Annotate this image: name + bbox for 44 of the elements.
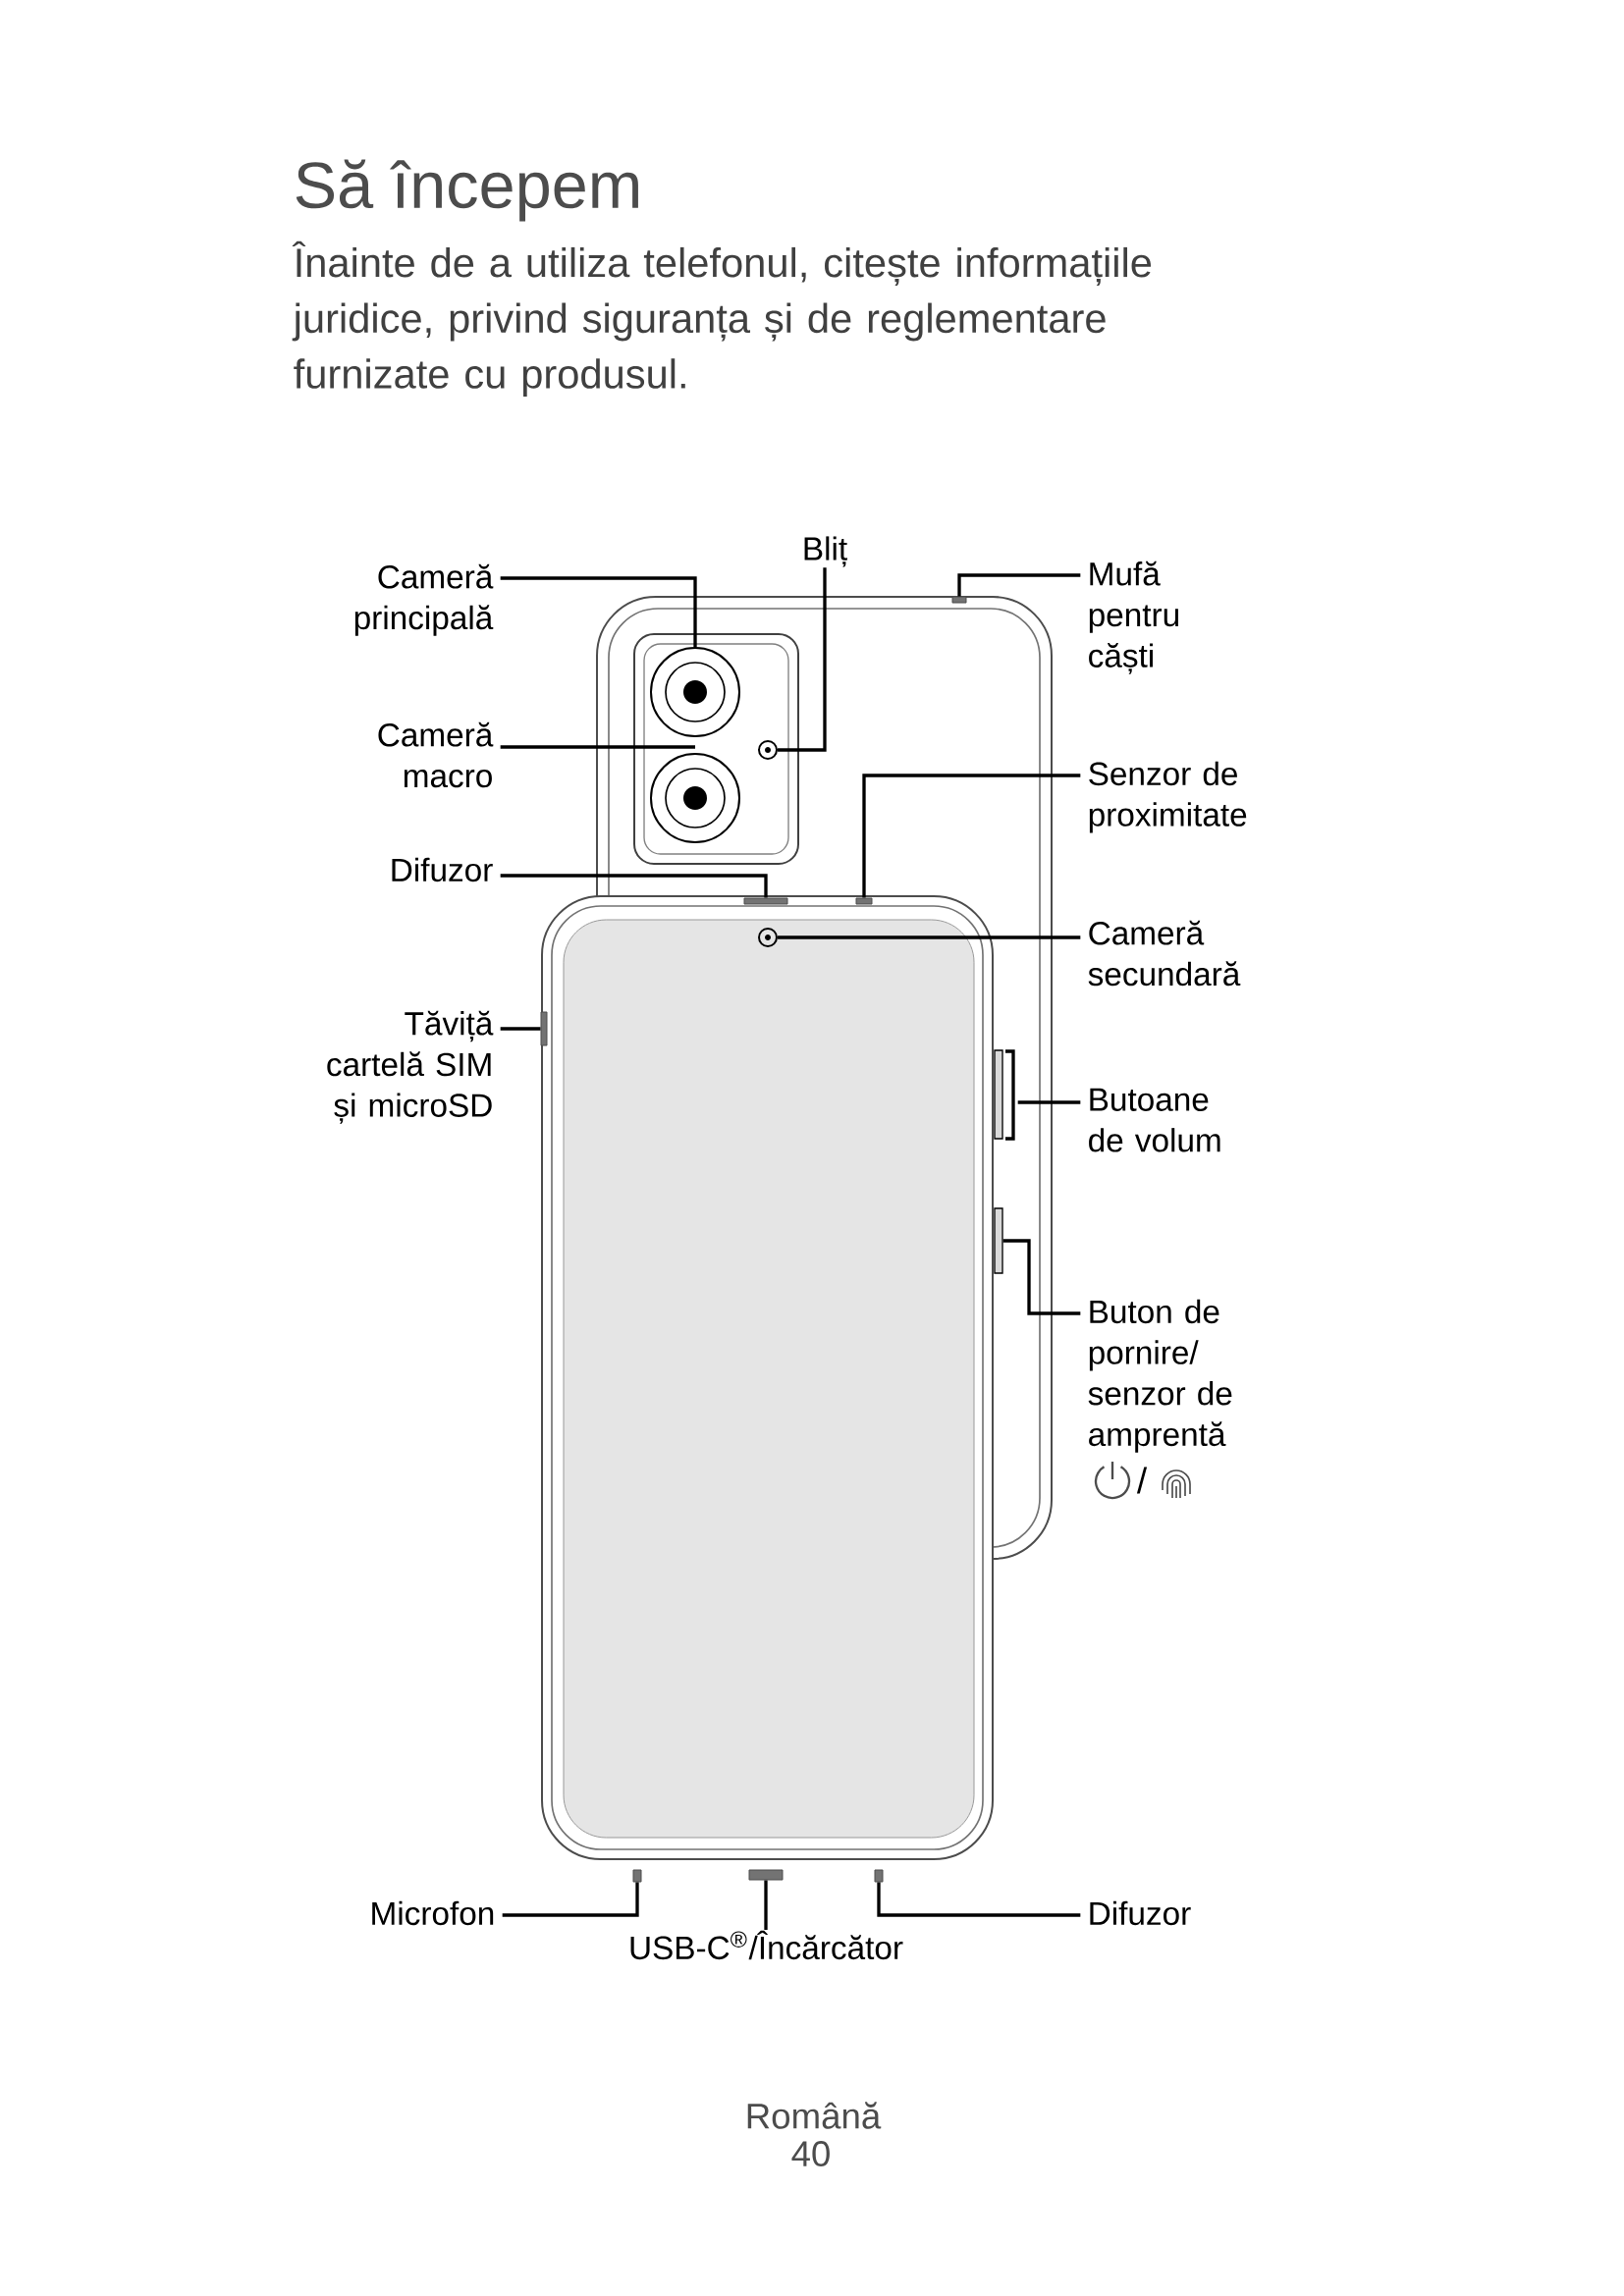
- sim-tray-slot: [540, 1011, 548, 1046]
- part-label: Difuzor: [392, 857, 493, 882]
- part-label: Cameră secundară: [1088, 920, 1241, 987]
- leader-line: [500, 1027, 541, 1031]
- sensor-window: [855, 897, 873, 905]
- side-button: [994, 1207, 1003, 1274]
- part-label: Tăviță cartelă SIM și microSD: [327, 1010, 494, 1124]
- camera-dot: [758, 740, 778, 760]
- leader-line: [957, 573, 1081, 597]
- part-label: Cameră macro: [378, 721, 494, 788]
- part-label: Bliț: [804, 536, 847, 567]
- part-label: Microfon: [372, 1900, 494, 1926]
- title: Să începem: [296, 159, 638, 222]
- slash: /: [1136, 1467, 1148, 1494]
- page-number: 40: [791, 2141, 830, 2166]
- camera-dot: [758, 928, 778, 947]
- part-label: Difuzor: [1090, 1900, 1191, 1926]
- leader-line: [877, 1882, 1081, 1917]
- headphone-jack: [951, 596, 967, 604]
- leader-line: [862, 774, 1081, 898]
- leader-line: [778, 567, 827, 752]
- leader-line: [502, 1882, 639, 1917]
- camera-lens: [650, 753, 740, 843]
- camera-lens: [650, 647, 740, 737]
- intro-text: Înainte de a utiliza telefonul, citește informațiile juridice, privind siguranța și de reglementare furnizate cu produsul.: [292, 240, 1152, 398]
- leader-line: [778, 935, 1081, 939]
- leader-line: [500, 874, 768, 898]
- side-button: [994, 1049, 1003, 1140]
- usb-port: [748, 1869, 784, 1881]
- part-label: Buton de pornire/ senzor de amprentă: [1088, 1299, 1232, 1453]
- speaker-grille: [874, 1869, 884, 1883]
- leader-line: [764, 1880, 768, 1930]
- leader-line: [1002, 1239, 1081, 1315]
- part-label: Mufă pentru căști: [1089, 561, 1178, 674]
- language-label: Română: [747, 2102, 882, 2129]
- part-label: Senzor de proximitate: [1089, 761, 1247, 833]
- part-label: Butoane de volum: [1089, 1088, 1220, 1152]
- leader-line: [500, 576, 697, 647]
- leader-line: [1017, 1100, 1081, 1104]
- microphone-hole: [632, 1869, 642, 1883]
- part-label: Cameră principală: [354, 563, 494, 636]
- part-label: USB-C$^{®}$/Încărcător: [630, 1930, 903, 1960]
- leader-line: [500, 745, 695, 749]
- earpiece-slot: [743, 897, 788, 905]
